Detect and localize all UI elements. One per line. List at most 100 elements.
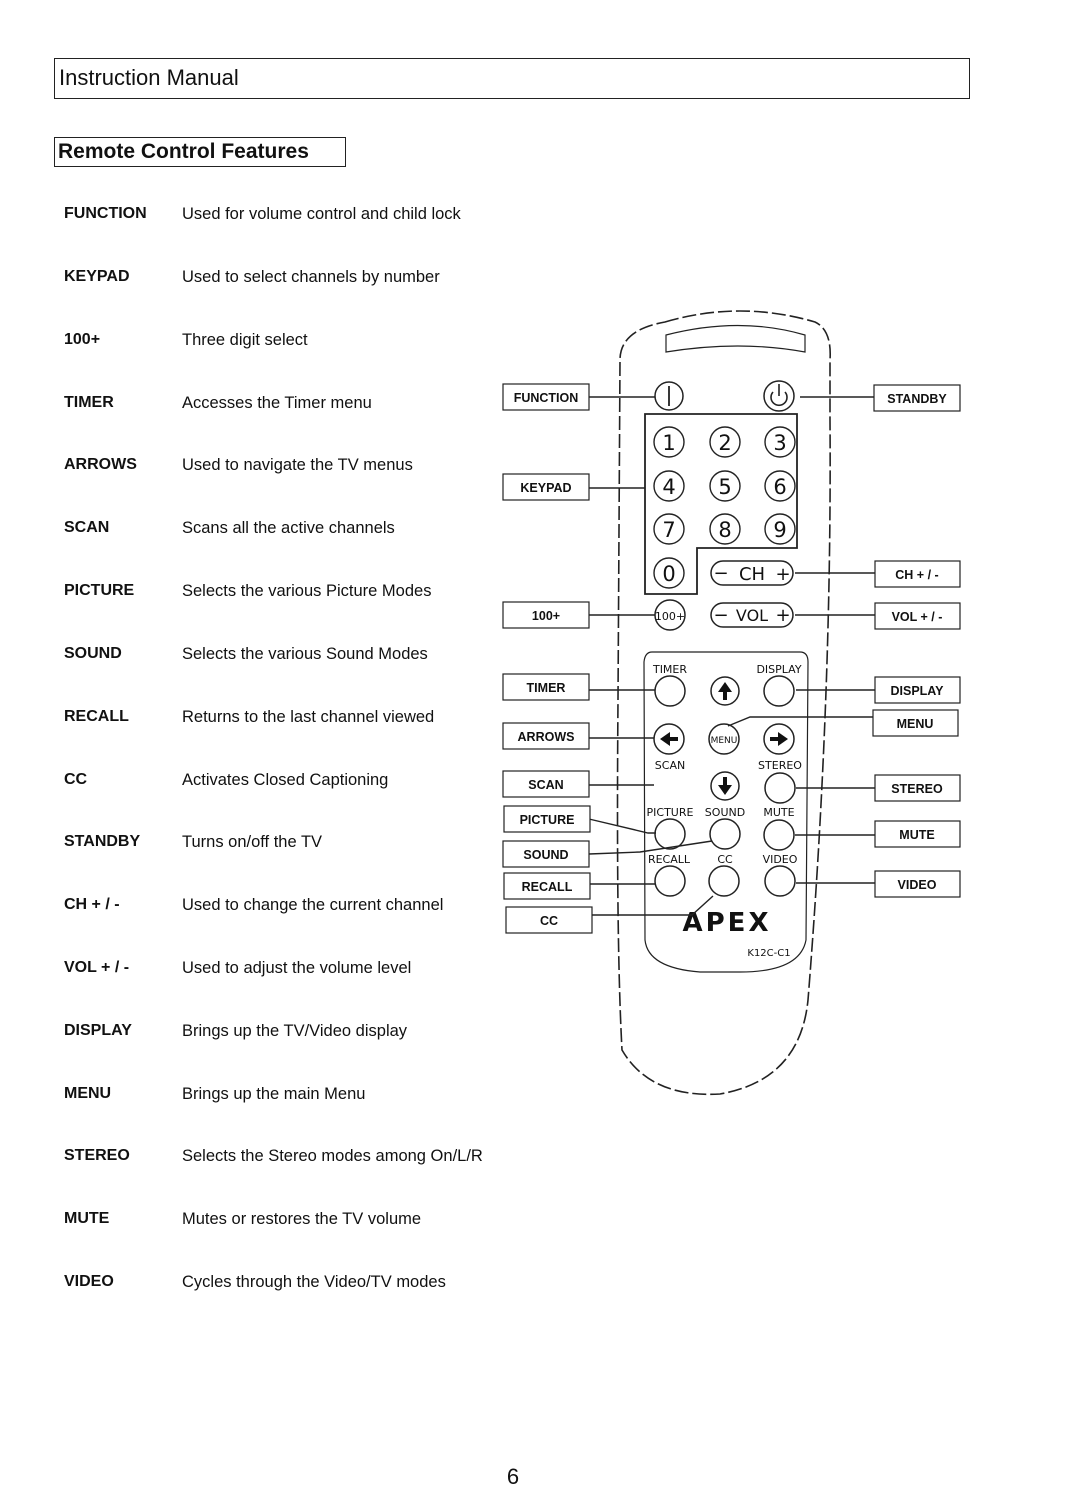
sound-printed-label: SOUND bbox=[705, 806, 745, 819]
feature-key-stereo: STEREO bbox=[64, 1147, 130, 1164]
key-3-label: 3 bbox=[773, 431, 786, 455]
vol-plus-sign: + bbox=[775, 605, 790, 626]
callout-100plus: 100+ bbox=[502, 601, 590, 629]
callout-lines bbox=[588, 396, 875, 916]
arrow-down-icon bbox=[718, 777, 732, 795]
callout-ch-label: CH + / - bbox=[895, 568, 938, 582]
keypad-buttons bbox=[653, 426, 796, 589]
callout-mute: MUTE bbox=[874, 820, 961, 848]
keypad-frame bbox=[644, 413, 798, 595]
callout-standby: STANDBY bbox=[873, 384, 961, 412]
vol-minus-sign: − bbox=[713, 605, 728, 626]
feature-key-scan: SCAN bbox=[64, 519, 110, 536]
key-8-label: 8 bbox=[718, 518, 731, 542]
callout-keypad-label: KEYPAD bbox=[520, 481, 571, 495]
ch-plus-sign: + bbox=[775, 564, 790, 585]
remote-top-recess bbox=[665, 324, 806, 353]
feature-desc-recall: Returns to the last channel viewed bbox=[182, 708, 435, 726]
callout-arrows: ARROWS bbox=[502, 722, 590, 750]
callout-display-label: DISPLAY bbox=[890, 684, 944, 698]
recall-printed-label: RECALL bbox=[648, 853, 691, 866]
feature-desc-video: Cycles through the Video/TV modes bbox=[182, 1273, 446, 1291]
feature-key-timer: TIMER bbox=[64, 394, 114, 411]
scan-printed-label: SCAN bbox=[655, 759, 685, 772]
feature-desc-mute: Mutes or restores the TV volume bbox=[182, 1210, 422, 1228]
callout-recall: RECALL bbox=[503, 872, 591, 900]
callout-vol-label: VOL + / - bbox=[892, 610, 943, 624]
header-box: Instruction Manual bbox=[54, 58, 970, 99]
feature-desc-arrows: Used to navigate the TV menus bbox=[182, 456, 413, 474]
key-6-label: 6 bbox=[773, 475, 786, 499]
feature-desc-standby: Turns on/off the TV bbox=[182, 833, 323, 851]
key-4-label: 4 bbox=[662, 475, 675, 499]
section-title: Remote Control Features bbox=[58, 140, 309, 163]
arrow-right-icon bbox=[770, 732, 788, 746]
feature-key-menu: MENU bbox=[64, 1085, 112, 1102]
vol-rocker-label: VOL bbox=[736, 606, 768, 625]
callout-mute-label: MUTE bbox=[899, 828, 934, 842]
callout-timer-label: TIMER bbox=[527, 681, 566, 695]
arrow-up-icon bbox=[718, 682, 732, 700]
feature-key-arrows: ARROWS bbox=[64, 456, 137, 473]
lower-buttons bbox=[653, 675, 796, 897]
ch-rocker bbox=[710, 560, 794, 586]
callout-timer: TIMER bbox=[502, 673, 590, 701]
lower-button-panel bbox=[643, 651, 809, 973]
feature-key-recall: RECALL bbox=[64, 708, 129, 725]
brand-logo: APEX bbox=[683, 908, 772, 938]
key-7-label: 7 bbox=[662, 518, 675, 542]
callout-stereo-label: STEREO bbox=[891, 782, 943, 796]
callout-function: FUNCTION bbox=[502, 383, 590, 411]
callout-sound: SOUND bbox=[502, 840, 590, 868]
feature-key-100plus: 100+ bbox=[64, 331, 101, 348]
display-printed-label: DISPLAY bbox=[756, 663, 801, 676]
feature-key-mute: MUTE bbox=[64, 1210, 110, 1227]
feature-desc-function: Used for volume control and child lock bbox=[182, 205, 461, 223]
callout-vol: VOL + / - bbox=[874, 602, 961, 630]
ch-rocker-label: CH bbox=[739, 564, 765, 585]
ch-minus-sign: − bbox=[713, 563, 728, 584]
callout-display: DISPLAY bbox=[874, 676, 961, 704]
section-heading-box: Remote Control Features bbox=[54, 137, 346, 167]
key-1-label: 1 bbox=[662, 431, 675, 455]
callout-menu: MENU bbox=[872, 709, 959, 737]
feature-desc-display: Brings up the TV/Video display bbox=[182, 1022, 408, 1040]
callout-keypad: KEYPAD bbox=[502, 473, 590, 501]
callout-picture-label: PICTURE bbox=[520, 813, 575, 827]
callout-menu-label: MENU bbox=[897, 717, 934, 731]
callout-standby-label: STANDBY bbox=[887, 392, 947, 406]
callout-function-label: FUNCTION bbox=[514, 391, 579, 405]
function-button bbox=[654, 381, 684, 411]
key-5-label: 5 bbox=[718, 475, 731, 499]
page-number: 6 bbox=[506, 1464, 520, 1489]
feature-key-video: VIDEO bbox=[64, 1273, 114, 1290]
feature-key-function: FUNCTION bbox=[64, 205, 147, 222]
feature-desc-keypad: Used to select channels by number bbox=[182, 268, 440, 286]
standby-button bbox=[763, 380, 795, 412]
feature-desc-picture: Selects the various Picture Modes bbox=[182, 582, 432, 600]
feature-key-keypad: KEYPAD bbox=[64, 268, 130, 285]
feature-key-sound: SOUND bbox=[64, 645, 122, 662]
callout-arrows-label: ARROWS bbox=[518, 730, 575, 744]
picture-printed-label: PICTURE bbox=[647, 806, 694, 819]
menu-printed-label: MENU bbox=[711, 736, 738, 746]
callout-cc-label: CC bbox=[540, 914, 558, 928]
feature-key-cc: CC bbox=[64, 771, 88, 788]
callout-video: VIDEO bbox=[874, 870, 961, 898]
feature-key-ch: CH + / - bbox=[64, 896, 120, 913]
callout-cc: CC bbox=[505, 906, 593, 934]
key-2-label: 2 bbox=[718, 431, 731, 455]
page-title: Instruction Manual bbox=[59, 65, 239, 90]
power-icon bbox=[770, 391, 788, 407]
feature-desc-sound: Selects the various Sound Modes bbox=[182, 645, 428, 663]
feature-key-vol: VOL + / - bbox=[64, 959, 130, 976]
vol-rocker bbox=[710, 602, 794, 628]
feature-desc-cc: Activates Closed Captioning bbox=[182, 771, 389, 789]
callout-100plus-label: 100+ bbox=[532, 609, 560, 623]
timer-printed-label: TIMER bbox=[652, 663, 687, 676]
model-number: K12C-C1 bbox=[747, 948, 790, 959]
stereo-printed-label: STEREO bbox=[758, 759, 802, 772]
key-9-label: 9 bbox=[773, 518, 786, 542]
feature-desc-menu: Brings up the main Menu bbox=[182, 1085, 366, 1103]
